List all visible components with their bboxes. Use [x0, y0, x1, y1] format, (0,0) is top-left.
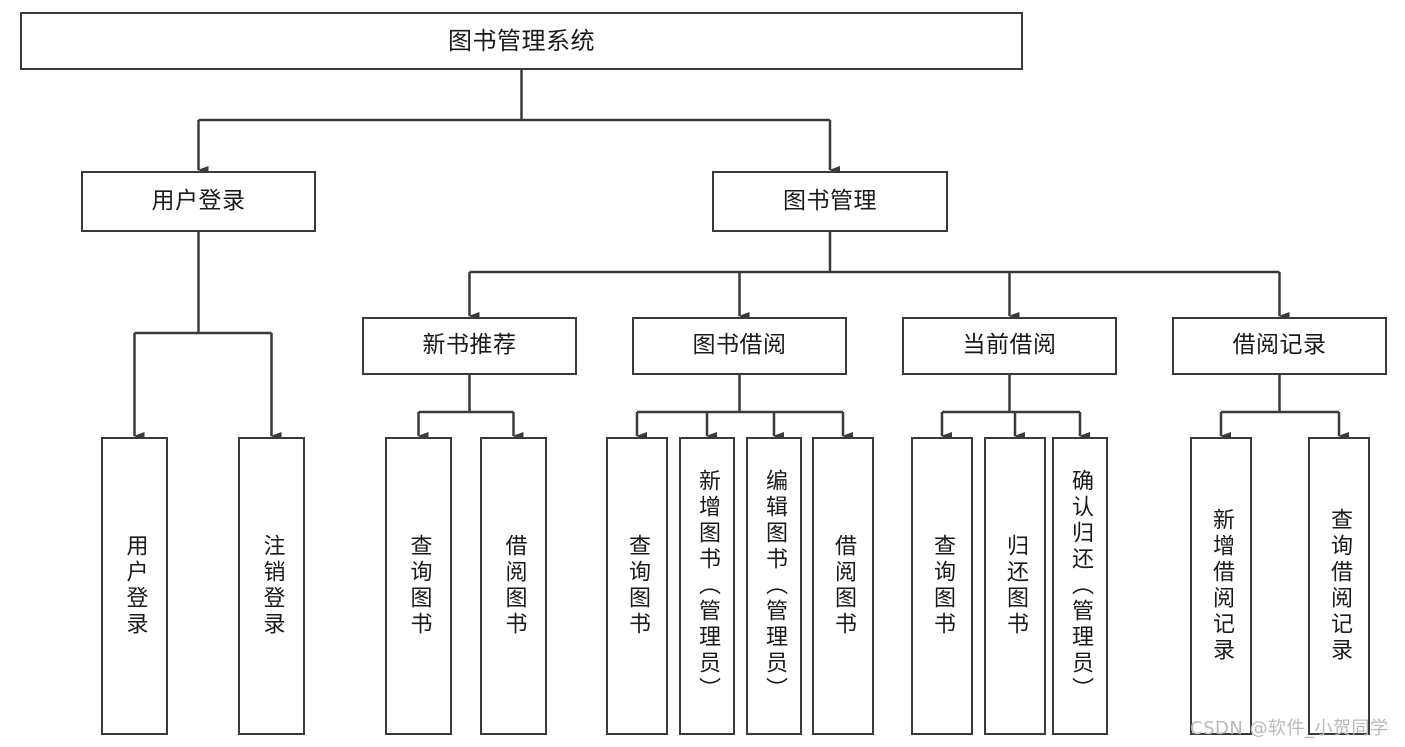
leaf-edit-book[interactable]: 编辑图书（管理员）: [746, 437, 802, 735]
node-root[interactable]: 图书管理系统: [20, 12, 1023, 70]
leaf-user-logout[interactable]: 注销登录: [238, 437, 305, 735]
edges-group: [133, 70, 1349, 440]
node-user-login[interactable]: 用户登录: [81, 171, 316, 232]
node-label: 查询借阅记录: [1327, 508, 1352, 664]
node-label: 编辑图书（管理员）: [762, 469, 787, 703]
leaf-add-borrow-record[interactable]: 新增借阅记录: [1190, 437, 1252, 735]
leaf-borrow-book-1[interactable]: 借阅图书: [480, 437, 547, 735]
node-label: 借阅记录: [1232, 332, 1327, 359]
node-book-management[interactable]: 图书管理: [712, 171, 948, 232]
leaf-borrow-book-2[interactable]: 借阅图书: [812, 437, 874, 735]
node-label: 用户登录: [151, 187, 246, 214]
node-label: 图书管理: [783, 187, 877, 214]
node-label: 图书借阅: [692, 332, 787, 359]
node-label: 查询图书: [930, 534, 955, 638]
node-new-book-recommend[interactable]: 新书推荐: [362, 317, 577, 375]
node-label: 查询图书: [625, 534, 650, 638]
node-label: 归还图书: [1003, 534, 1028, 638]
leaf-query-book-2[interactable]: 查询图书: [606, 437, 668, 735]
leaf-return-book[interactable]: 归还图书: [984, 437, 1046, 735]
leaf-query-book-3[interactable]: 查询图书: [911, 437, 973, 735]
leaf-confirm-return[interactable]: 确认归还（管理员）: [1052, 437, 1108, 735]
node-label: 借阅图书: [501, 534, 527, 638]
node-book-borrow[interactable]: 图书借阅: [632, 317, 847, 375]
node-label: 用户登录: [122, 534, 148, 638]
node-label: 当前借阅: [962, 332, 1057, 359]
node-label: 查询图书: [406, 534, 432, 638]
leaf-add-book[interactable]: 新增图书（管理员）: [679, 437, 735, 735]
node-current-borrow[interactable]: 当前借阅: [902, 317, 1117, 375]
node-label: 图书管理系统: [448, 26, 595, 55]
watermark: CSDN @软件_小贺同学: [1190, 718, 1389, 739]
node-label: 新增借阅记录: [1209, 508, 1234, 664]
node-label: 注销登录: [259, 534, 285, 638]
leaf-query-borrow-record[interactable]: 查询借阅记录: [1308, 437, 1370, 735]
node-label: 借阅图书: [831, 534, 856, 638]
node-label: 确认归还（管理员）: [1068, 469, 1093, 703]
leaf-query-book-1[interactable]: 查询图书: [385, 437, 452, 735]
node-label: 新书推荐: [422, 332, 517, 359]
node-borrow-record[interactable]: 借阅记录: [1172, 317, 1387, 375]
leaf-user-login[interactable]: 用户登录: [101, 437, 168, 735]
node-label: 新增图书（管理员）: [695, 469, 720, 703]
